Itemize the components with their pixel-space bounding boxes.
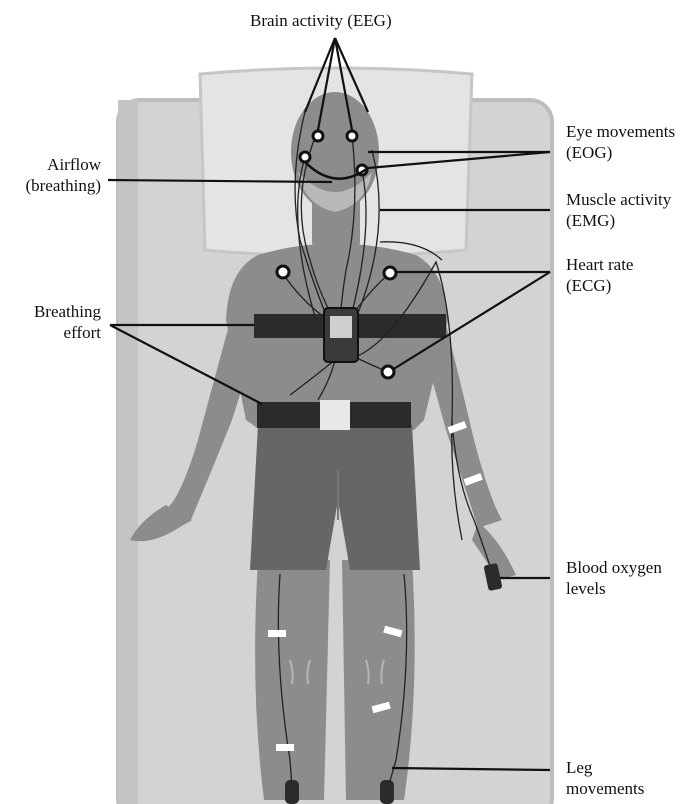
eeg-label: Brain activity (EEG) xyxy=(250,10,392,31)
recorder-screen xyxy=(330,316,352,338)
legs-label-line-1: Leg xyxy=(566,757,644,778)
eog-label-line-1: Eye movements xyxy=(566,121,675,142)
emg-label-line-1: Muscle activity xyxy=(566,189,671,210)
breathing-effort-label-line-2: effort xyxy=(0,322,101,343)
right-leg xyxy=(342,560,415,800)
legs-label: Leg movements xyxy=(566,757,644,799)
abdominal-belt-buckle xyxy=(320,400,350,430)
ecg-electrode-2 xyxy=(384,267,396,279)
eeg-electrode-1 xyxy=(313,131,323,141)
ecg-electrode-1 xyxy=(277,266,289,278)
eeg-electrode-2 xyxy=(347,131,357,141)
bed-shadow xyxy=(118,100,138,804)
emg-label-line-2: (EMG) xyxy=(566,210,671,231)
eog-label: Eye movements (EOG) xyxy=(566,121,675,163)
ecg-label-line-1: Heart rate xyxy=(566,254,633,275)
oxygen-label: Blood oxygen levels xyxy=(566,557,662,599)
eog-electrode-1 xyxy=(300,152,310,162)
oxygen-label-line-1: Blood oxygen xyxy=(566,557,662,578)
emg-label: Muscle activity (EMG) xyxy=(566,189,671,231)
leg-sensor-right xyxy=(380,780,394,804)
airflow-label-line-1: Airflow xyxy=(0,154,101,175)
ecg-label: Heart rate (ECG) xyxy=(566,254,633,296)
breathing-effort-label-line-1: Breathing xyxy=(0,301,101,322)
ecg-electrode-3 xyxy=(382,366,394,378)
airflow-label: Airflow (breathing) xyxy=(0,154,101,196)
eog-label-line-2: (EOG) xyxy=(566,142,675,163)
ecg-label-line-2: (ECG) xyxy=(566,275,633,296)
breathing-effort-label: Breathing effort xyxy=(0,301,101,343)
airflow-label-line-2: (breathing) xyxy=(0,175,101,196)
leg-sensor-left xyxy=(285,780,299,804)
eeg-label-text: Brain activity (EEG) xyxy=(250,11,392,30)
oxygen-label-line-2: levels xyxy=(566,578,662,599)
legs-label-line-2: movements xyxy=(566,778,644,799)
